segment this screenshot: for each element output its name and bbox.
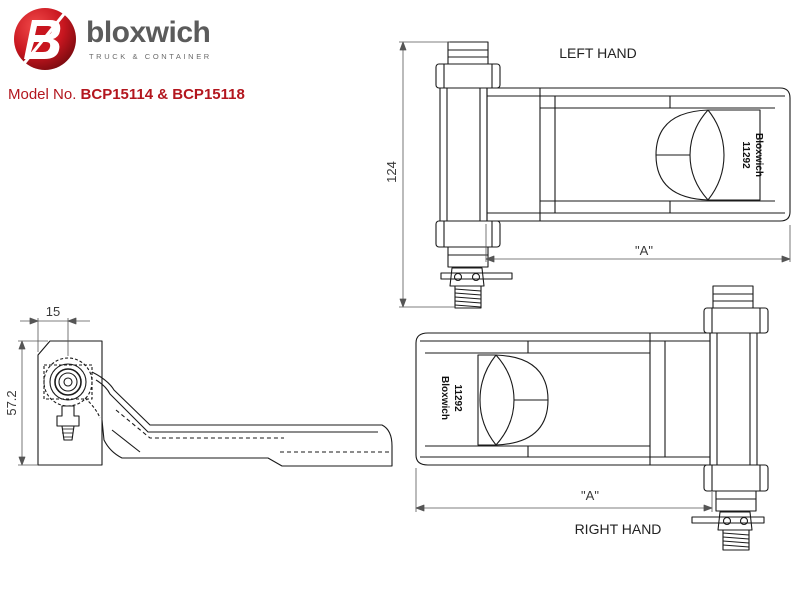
right-hand-view (415, 285, 769, 551)
bloxwich-b-logo-icon (14, 8, 76, 70)
model-prefix: Model No. (8, 86, 77, 103)
left-hand-view (435, 41, 791, 309)
left-hand-stamp: 11292 Bloxwich (740, 133, 764, 177)
left-stamp-part-number: 11292 (740, 141, 751, 169)
right-stamp-part-number: 11292 (452, 384, 463, 412)
left-stamp-brand: Bloxwich (753, 133, 764, 177)
brand-name: bloxwich (86, 16, 211, 49)
left-length-dimension: "A" (635, 243, 653, 258)
left-height-dimension: 124 (384, 161, 399, 183)
right-stamp-brand: Bloxwich (439, 376, 450, 420)
brand-tagline: TRUCK & CONTAINER (89, 52, 212, 61)
side-dimensions (18, 317, 90, 466)
right-hand-stamp: 11292 Bloxwich (439, 376, 463, 420)
side-view (37, 340, 393, 467)
side-height-dimension: 57.2 (4, 390, 19, 415)
model-number: BCP15114 & BCP15118 (80, 86, 245, 103)
model-line: Model No. BCP15114 & BCP15118 (8, 86, 245, 103)
right-hand-title: RIGHT HAND (575, 521, 662, 537)
right-hand-dimensions (415, 468, 713, 512)
left-hand-title: LEFT HAND (559, 45, 637, 61)
header: bloxwich TRUCK & CONTAINER Model No. BCP… (0, 0, 300, 110)
right-length-dimension: "A" (581, 488, 599, 503)
side-width-dimension: 15 (46, 304, 60, 319)
left-hand-dimensions (399, 41, 791, 308)
